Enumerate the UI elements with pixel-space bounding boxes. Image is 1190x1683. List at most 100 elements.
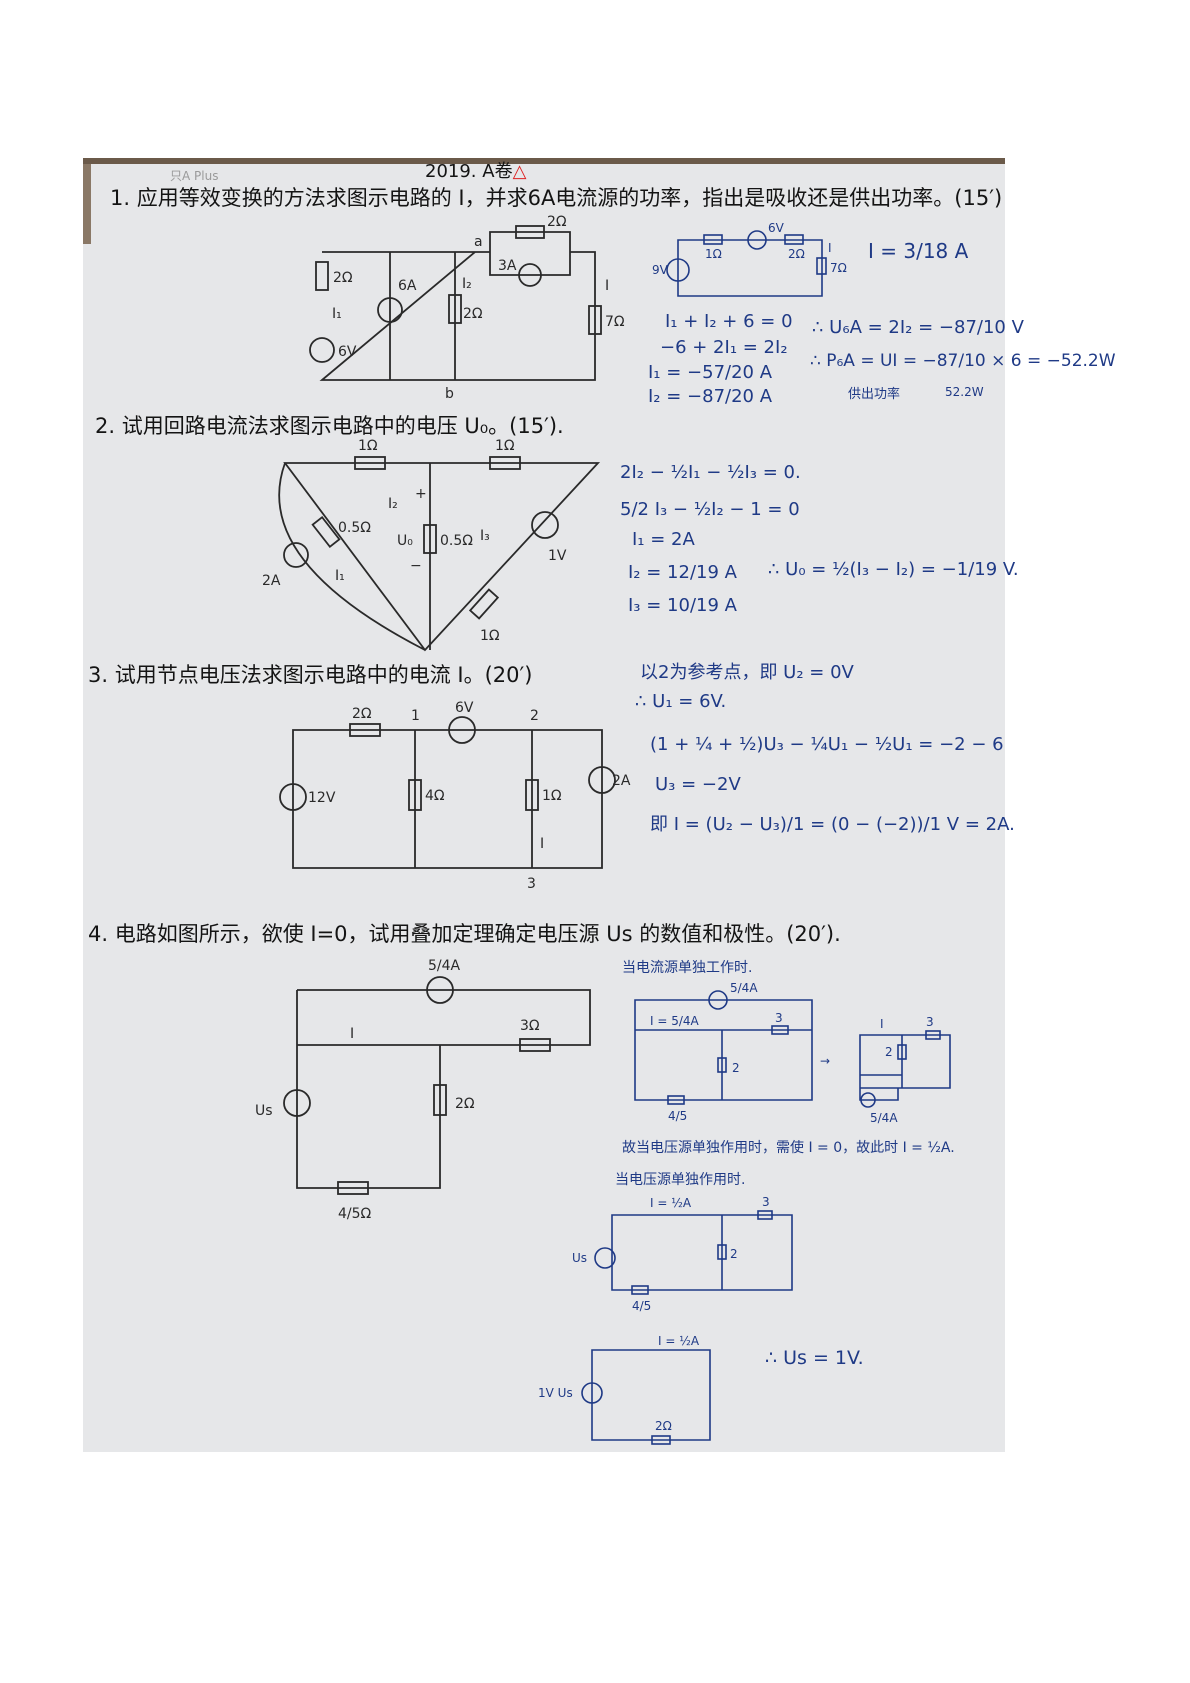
q3-eq-4: U₃ = −2V <box>655 774 741 795</box>
label: I <box>605 278 609 294</box>
label: 3 <box>527 876 536 892</box>
label: 1V Us <box>538 1386 573 1400</box>
q3-eq-1: 以2为参考点，即 U₂ = 0V <box>640 662 854 683</box>
label: 4Ω <box>425 788 445 804</box>
label: I₂ <box>388 496 398 512</box>
label: 2Ω <box>333 270 353 286</box>
label: 6A <box>398 278 417 294</box>
q1-eq-1: I₁ + I₂ + 6 = 0 <box>665 311 793 332</box>
faint-note: 只A Plus <box>170 169 219 183</box>
label: 2Ω <box>655 1419 672 1433</box>
q2-eq-5: I₃ = 10/19 A <box>628 595 737 616</box>
q3-eq-2: ∴ U₁ = 6V. <box>635 691 727 712</box>
label: I₃ <box>480 528 490 544</box>
label: 1Ω <box>495 438 515 454</box>
label: I = 5/4A <box>650 1014 700 1028</box>
label: 5/4A <box>428 958 461 974</box>
label: 1Ω <box>480 628 500 644</box>
circuit-1-equivalent: 9V 1Ω 6V 2Ω I 7Ω <box>652 221 847 297</box>
label: 1 <box>411 708 420 724</box>
q1-eq-4: I₂ = −87/20 A <box>648 386 773 407</box>
label: 2Ω <box>547 214 567 230</box>
circuit-4-reduced: I = ½A 1V Us 2Ω <box>538 1334 711 1445</box>
label: 1Ω <box>542 788 562 804</box>
label: Us <box>572 1251 587 1265</box>
label: 3A <box>498 258 517 274</box>
label: I₁ <box>335 568 345 584</box>
label: 2Ω <box>352 706 372 722</box>
q4-note-1: 当电流源单独工作时. <box>622 960 753 976</box>
q3-eq-3: (1 + ¼ + ½)U₃ − ¼U₁ − ½U₁ = −2 − 6 <box>650 734 1004 755</box>
label: I <box>880 1017 884 1031</box>
question-4: 4. 电路如图所示，欲使 I=0，试用叠加定理确定电压源 Us 的数值和极性。(… <box>88 922 841 946</box>
label: 2Ω <box>455 1096 475 1112</box>
label: 5/4A <box>870 1111 898 1125</box>
q1-eq-6: ∴ P₆A = UI = −87/10 × 6 = −52.2W <box>810 351 1116 371</box>
circuit-4-current-source-only: 5/4A I = 5/4A 3 2 4/5 → 2 3 I 5/4A <box>634 981 951 1125</box>
circuit-1: 2Ω I₁ 6V 6A 2Ω I₂ a b 2Ω 3A I 7Ω <box>309 214 625 402</box>
label: Us <box>255 1103 273 1119</box>
q1-note: 供出功率 <box>848 387 901 402</box>
label: 2 <box>732 1061 740 1075</box>
q2-result: ∴ U₀ = ½(I₃ − I₂) = −1/19 V. <box>768 559 1019 580</box>
arrow: → <box>820 1054 830 1068</box>
label: I <box>540 836 544 852</box>
current-source <box>518 263 542 287</box>
q4-result: ∴ Us = 1V. <box>765 1347 864 1369</box>
label: 4/5 <box>668 1109 687 1123</box>
label: 2 <box>530 708 539 724</box>
q2-eq-2: 5/2 I₃ − ½I₂ − 1 = 0 <box>620 499 800 520</box>
resistor <box>448 294 462 324</box>
q1-answer-i: I = 3/18 A <box>868 239 969 263</box>
paper-side-edge <box>83 164 91 244</box>
label: I₂ <box>462 276 472 292</box>
label: U₀ <box>397 533 413 549</box>
label: 5/4A <box>730 981 758 995</box>
label: 2Ω <box>788 247 805 261</box>
question-2: 2. 试用回路电流法求图示电路中的电压 U₀。(15′). <box>95 414 564 438</box>
label: a <box>474 234 483 250</box>
label: 2Ω <box>463 306 483 322</box>
label: 7Ω <box>605 314 625 330</box>
label: I <box>350 1026 354 1042</box>
q1-power: 52.2W <box>945 385 984 399</box>
circuit-4-voltage-source-only: I = ½A 3 2 Us 4/5 <box>572 1195 793 1313</box>
q2-eq-3: I₁ = 2A <box>632 529 695 550</box>
label: 3 <box>762 1195 770 1209</box>
label: − <box>410 558 422 574</box>
label: 6V <box>455 700 474 716</box>
label: 9V <box>652 263 669 277</box>
current-source <box>377 297 403 323</box>
label: I₁ <box>332 306 342 322</box>
label: 3 <box>775 1011 783 1025</box>
label: 7Ω <box>830 261 847 275</box>
label: I = ½A <box>658 1334 700 1348</box>
q1-eq-5: ∴ U₆A = 2I₂ = −87/10 V <box>812 317 1024 338</box>
label: 3 <box>926 1015 934 1029</box>
label: 6V <box>768 221 785 235</box>
label: 4/5 <box>632 1299 651 1313</box>
label: I <box>828 241 832 255</box>
circuit-2: 1Ω 1Ω 0.5Ω 0.5Ω U₀ + − I₁ I₂ I₃ 2A 1V 1Ω <box>262 438 601 652</box>
label: 1Ω <box>705 247 722 261</box>
paper-top-edge <box>83 158 1005 164</box>
title-text: 2019. A卷 <box>425 161 513 182</box>
label: 1V <box>548 548 567 564</box>
voltage-source <box>309 337 335 363</box>
resistor <box>515 225 545 239</box>
resistor <box>588 305 602 335</box>
label: 3Ω <box>520 1018 540 1034</box>
question-1: 1. 应用等效变换的方法求图示电路的 I，并求6A电流源的功率，指出是吸收还是供… <box>110 186 1003 210</box>
label: + <box>415 486 427 502</box>
label: b <box>445 386 454 402</box>
label: 0.5Ω <box>338 520 371 536</box>
page-title: 2019. A卷△ <box>425 161 526 183</box>
q3-result: 即 I = (U₂ − U₃)/1 = (0 − (−2))/1 V = 2A. <box>650 814 1015 835</box>
q1-eq-3: I₁ = −57/20 A <box>648 362 773 383</box>
label: 2 <box>730 1247 738 1261</box>
q2-eq-1: 2I₂ − ½I₁ − ½I₃ = 0. <box>620 462 801 483</box>
paper-sheet <box>83 160 1005 1452</box>
label: I = ½A <box>650 1196 692 1210</box>
resistor <box>315 261 329 291</box>
